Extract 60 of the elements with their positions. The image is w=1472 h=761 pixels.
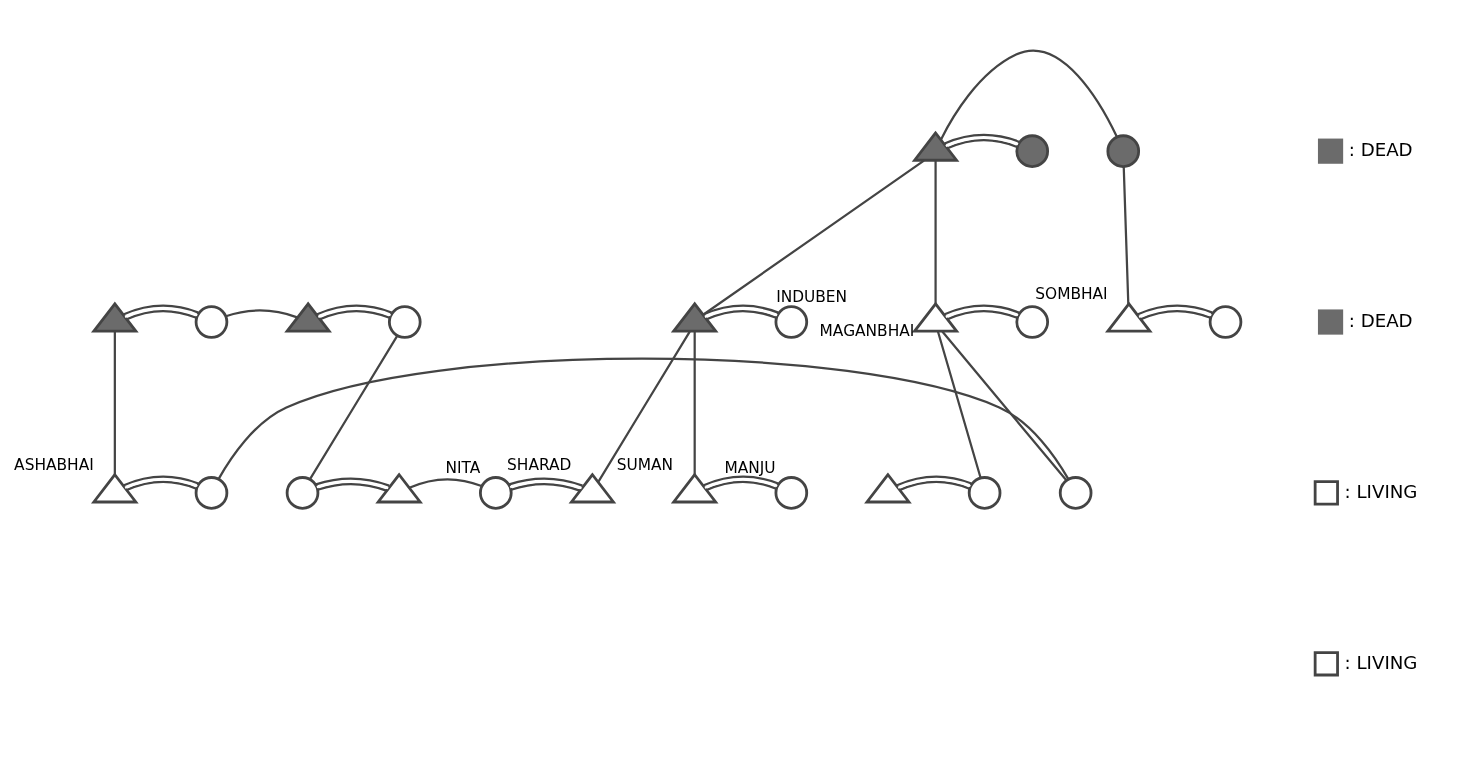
connector	[1137, 304, 1213, 320]
node-triangle	[864, 471, 912, 503]
connector	[944, 133, 1020, 150]
connector	[693, 331, 696, 475]
connector	[113, 331, 116, 475]
node-circle	[1015, 133, 1050, 168]
connector	[936, 330, 982, 478]
connector	[703, 304, 779, 320]
connector	[703, 474, 779, 491]
node-circle	[1015, 304, 1050, 339]
connector	[316, 304, 392, 320]
node-circle	[285, 475, 320, 510]
connector	[225, 308, 298, 318]
node-circle	[387, 304, 422, 339]
node-circle	[194, 475, 229, 510]
connector	[309, 335, 399, 480]
node-circle	[194, 304, 229, 339]
connector	[934, 160, 937, 304]
connector	[217, 357, 1070, 479]
node-triangle	[670, 301, 719, 333]
node-label: MANJU	[724, 458, 776, 477]
connector	[315, 477, 390, 492]
connector	[702, 159, 925, 315]
connector	[123, 474, 199, 491]
connector	[1122, 166, 1130, 304]
node-triangle	[568, 471, 617, 503]
node-label: MAGANBHAI	[819, 321, 915, 340]
connector	[944, 304, 1020, 320]
connector	[940, 49, 1118, 140]
node-label: SHARAD	[507, 455, 572, 474]
node-triangle	[91, 471, 139, 503]
node-circle	[1208, 304, 1243, 339]
node-triangle	[375, 471, 423, 503]
legend-label: : LIVING	[1344, 480, 1418, 502]
node-circle	[1106, 133, 1141, 168]
legend-label: : DEAD	[1348, 309, 1413, 331]
connector	[941, 330, 1067, 481]
node-triangle	[911, 301, 960, 333]
node-circle	[1058, 475, 1093, 510]
node-circle	[479, 475, 513, 510]
node-label: INDUBEN	[776, 287, 848, 306]
node-triangle	[1105, 301, 1153, 333]
node-circle	[967, 475, 1002, 510]
node-circle	[774, 475, 809, 510]
node-triangle	[284, 301, 332, 333]
connector	[597, 330, 691, 482]
node-label: SOMBHAI	[1035, 284, 1108, 303]
connector	[508, 477, 583, 492]
node-triangle	[911, 130, 960, 162]
node-label: NITA	[445, 458, 481, 477]
connector	[896, 474, 972, 491]
node-label: ASHABHAI	[14, 455, 94, 474]
connector	[123, 304, 199, 320]
connector	[408, 477, 482, 489]
legend-label: : LIVING	[1344, 651, 1418, 673]
node-circle	[774, 304, 809, 339]
node-triangle	[91, 301, 139, 333]
node-label: SUMAN	[616, 455, 674, 474]
legend-label: : DEAD	[1348, 138, 1413, 160]
node-triangle	[670, 471, 719, 503]
